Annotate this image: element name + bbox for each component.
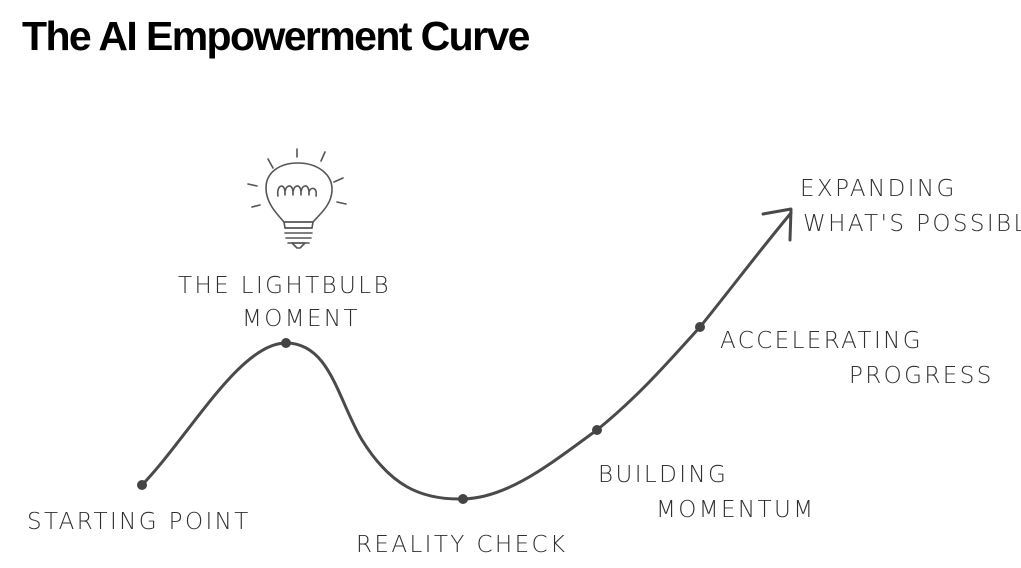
- lightbulb-icon: [247, 148, 347, 249]
- empowerment-curve: [140, 211, 793, 501]
- label-building-momentum-line1: BUILDING: [598, 462, 728, 488]
- stage-dot-building-momentum: [592, 425, 602, 435]
- label-expanding-possible-line2: WHAT'S POSSIBLE: [803, 211, 1021, 237]
- stage-dot-lightbulb-moment: [281, 338, 291, 348]
- label-accelerating-progress-line2: PROGRESS: [849, 363, 994, 389]
- stage-dot-accelerating-progress: [695, 322, 705, 332]
- label-accelerating-progress-line1: ACCELERATING: [720, 328, 923, 354]
- label-starting-point: STARTING POINT: [27, 509, 251, 535]
- arrow-head-icon: [761, 207, 793, 242]
- label-lightbulb-moment-line1: THE LIGHTBULB: [178, 273, 391, 299]
- stage-dot-starting-point: [137, 480, 147, 490]
- label-building-momentum-line2: MOMENTUM: [656, 497, 815, 523]
- page-title: The AI Empowerment Curve: [22, 13, 530, 59]
- stage-dot-reality-check: [458, 494, 468, 504]
- label-reality-check: REALITY CHECK: [356, 532, 567, 558]
- label-expanding-possible-line1: EXPANDING: [800, 176, 957, 202]
- label-lightbulb-moment-line2: MOMENT: [242, 306, 360, 332]
